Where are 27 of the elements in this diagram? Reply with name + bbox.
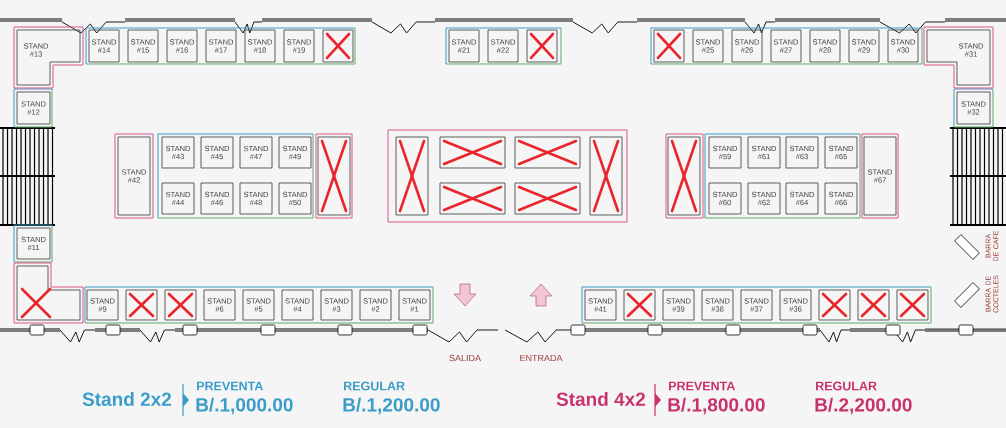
crossed-out-stand — [896, 289, 929, 321]
price-type-label: REGULAR — [816, 381, 877, 391]
stand-type-label: Stand 2x2 — [82, 392, 172, 406]
crossed-out-stand — [322, 29, 354, 63]
price-label: B/.1,800.00 — [668, 397, 765, 415]
price-type-label: REGULAR — [344, 381, 405, 391]
crossed-out-stand — [125, 289, 158, 321]
price-type-label: PREVENTA — [669, 381, 735, 391]
price-label: B/.1,200.00 — [343, 397, 440, 415]
crossed-out-stand — [589, 136, 623, 216]
crossed-out-stand — [653, 29, 685, 63]
price-label: B/.1,000.00 — [196, 397, 293, 415]
crossed-out-stand — [514, 182, 581, 215]
crossed-out-stand — [164, 289, 197, 321]
crossed-out-stand — [818, 289, 851, 321]
crossed-out-stand — [857, 289, 890, 321]
stand-type-label: Stand 4x2 — [556, 392, 645, 406]
sign-label: SALIDA — [449, 354, 481, 362]
price-label: B/.2,200.00 — [815, 397, 912, 415]
crossed-out-stand — [439, 182, 506, 215]
price-type-label: PREVENTA — [197, 381, 264, 391]
crossed-out-stand — [623, 289, 656, 321]
crossed-out-stand — [439, 136, 506, 169]
crossed-out-stand — [526, 29, 558, 63]
crossed-out-stand — [395, 136, 429, 216]
crossed-out-stand — [514, 136, 581, 169]
sign-label: ENTRADA — [520, 354, 563, 362]
